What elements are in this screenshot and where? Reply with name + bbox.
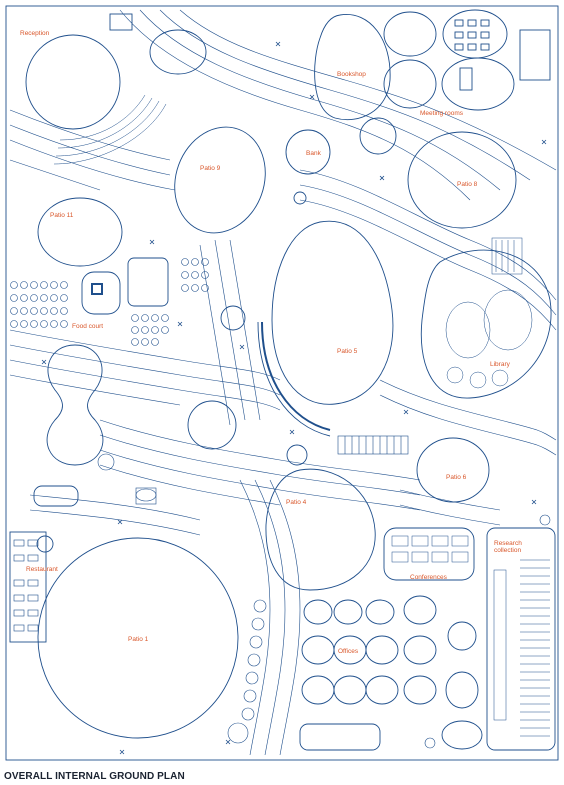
label-patio-4: Patio 4 [286,499,307,506]
label-patio-1: Patio 1 [128,636,149,643]
bank [285,129,331,175]
label-patio-11: Patio 11 [50,212,74,219]
patio-9 [174,126,266,234]
plan-labels: Reception Bookshop Meeting rooms Bank Pa… [20,30,522,655]
label-bookshop: Bookshop [337,71,366,78]
label-patio-9: Patio 9 [200,165,221,172]
label-conferences: Conferences [410,574,448,581]
patio-1 [37,537,239,739]
label-patio-5: Patio 5 [337,348,358,355]
food-court-tables [10,258,209,346]
label-restaurant: Restaurant [26,566,58,573]
label-collection: collection [494,547,521,554]
library [420,249,552,399]
pavilion-oval [149,29,207,75]
label-library: Library [490,361,511,368]
library-shelves [445,237,533,389]
label-food-court: Food court [72,323,103,330]
conferences [383,527,475,581]
meeting-rooms [383,9,551,111]
bookshop [314,14,391,121]
amphitheatre-seating [53,94,167,165]
restaurant-zone [9,531,47,643]
reception-room [25,34,121,130]
column-pods [97,453,551,749]
label-patio-6: Patio 6 [446,474,467,481]
patio-11 [37,197,123,267]
contour-lines [9,9,557,756]
patio-5 [271,220,394,405]
label-meeting-rooms: Meeting rooms [420,110,464,117]
patio-4 [265,468,376,591]
colonnade [337,435,409,455]
patio-6 [416,437,490,503]
offices [299,595,483,751]
label-offices: Offices [338,648,359,655]
reception-desk [109,13,133,31]
patio-8 [407,131,517,229]
research-collection [486,527,556,751]
tree-markers [41,41,547,755]
bookshop-rotunda [359,117,397,155]
food-court [81,257,246,331]
hourglass-courtyard [46,344,104,466]
label-patio-8: Patio 8 [457,181,478,188]
plan-frame [5,5,559,761]
restaurant-tables [13,539,39,632]
label-reception: Reception [20,30,50,37]
patio-5-ramp [261,321,331,431]
plan-caption: OVERALL INTERNAL GROUND PLAN [4,771,185,782]
label-bank: Bank [306,150,322,157]
label-research: Research [494,540,522,547]
